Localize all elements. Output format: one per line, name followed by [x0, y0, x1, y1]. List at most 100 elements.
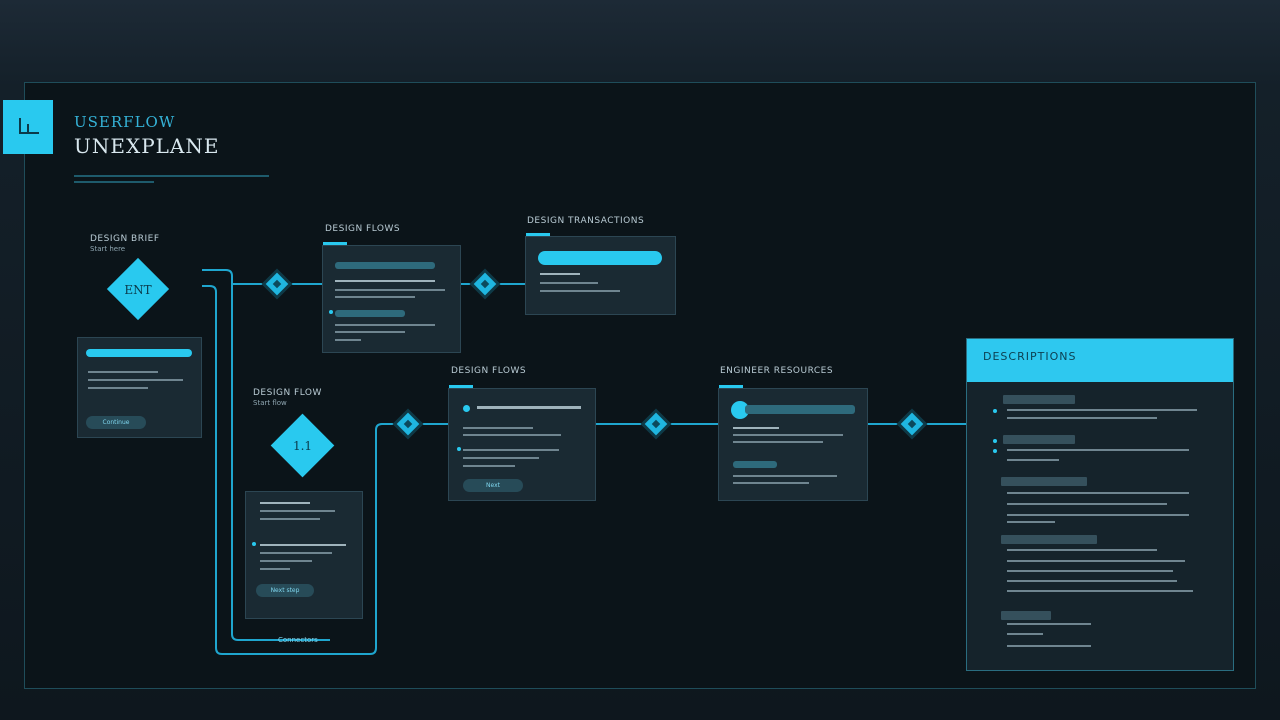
text-line [1007, 623, 1091, 625]
bullet-icon [457, 447, 461, 451]
card-header-bar [745, 405, 855, 414]
text-line [1007, 633, 1043, 635]
text-line [1007, 570, 1173, 572]
bullet-icon [329, 310, 333, 314]
bullet-icon [252, 542, 256, 546]
card-header-bar [86, 349, 192, 357]
text-line [88, 387, 148, 389]
section-header [1001, 477, 1087, 486]
text-line [1007, 417, 1157, 419]
chart-icon [19, 118, 39, 134]
text-line [1007, 580, 1177, 582]
text-line [1007, 492, 1189, 494]
text-line [335, 331, 405, 333]
footer-label: Connectors [278, 636, 318, 644]
text-line [1007, 521, 1055, 523]
branch-sublabel: Start here [90, 245, 126, 253]
divider [74, 181, 154, 183]
step-card[interactable]: Next [448, 385, 596, 501]
panel-header: DESCRIPTIONS [967, 339, 1233, 382]
text-line [1007, 449, 1189, 451]
text-line [540, 273, 580, 275]
next-button[interactable]: Next [463, 479, 523, 492]
section-header [1001, 535, 1097, 544]
step-title: DESIGN FLOWS [325, 224, 401, 234]
avatar [731, 401, 749, 419]
branch-label: DESIGN BRIEF [90, 234, 160, 244]
text-line [260, 510, 335, 512]
text-line [1007, 590, 1193, 592]
decision-label: ENT [124, 283, 152, 297]
text-line [1007, 459, 1059, 461]
bullet-icon [993, 409, 997, 413]
decision-label: 1.1 [292, 439, 313, 453]
card-tab [526, 233, 550, 236]
text-line [463, 434, 561, 436]
text-line [733, 434, 843, 436]
text-line [733, 441, 823, 443]
panel-title: DESCRIPTIONS [983, 350, 1077, 363]
text-line [1007, 560, 1185, 562]
text-line [1007, 409, 1197, 411]
text-line [88, 379, 183, 381]
branch-card[interactable]: Next step [245, 491, 363, 619]
card-header-bar [538, 251, 662, 265]
text-line [88, 371, 158, 373]
step-title: ENGINEER RESOURCES [720, 366, 834, 376]
description-panel: DESCRIPTIONS [966, 338, 1234, 671]
text-line [260, 518, 320, 520]
step-card[interactable] [322, 242, 461, 353]
continue-button[interactable]: Continue [86, 416, 146, 429]
text-line [1007, 503, 1167, 505]
bullet-icon [993, 439, 997, 443]
text-line [733, 475, 837, 477]
text-line [335, 289, 445, 291]
step-title: DESIGN TRANSACTIONS [527, 216, 645, 226]
connector-line [202, 285, 450, 655]
text-line [540, 290, 620, 292]
text-line [260, 544, 346, 546]
branch-sublabel: Start flow [253, 399, 287, 407]
text-line [463, 449, 559, 451]
section-header [1003, 435, 1075, 444]
step-card[interactable] [525, 233, 676, 315]
text-line [1007, 549, 1157, 551]
text-line [463, 465, 515, 467]
text-line [260, 568, 290, 570]
step-card[interactable] [718, 385, 868, 501]
branch-label: DESIGN FLOW [253, 388, 322, 398]
card-header-bar [335, 262, 435, 269]
connector-line [202, 269, 330, 641]
tag [733, 461, 777, 468]
section-header [1001, 611, 1051, 620]
card-tab [323, 242, 347, 245]
next-step-button[interactable]: Next step [256, 584, 314, 597]
text-line [463, 427, 533, 429]
text-line [260, 502, 310, 504]
tag [335, 310, 405, 317]
brand-subtitle: USERFLOW [74, 113, 176, 131]
text-line [335, 339, 361, 341]
brand-title: UNEXPLANE [74, 134, 220, 158]
text-line [733, 427, 779, 429]
text-line [335, 280, 435, 282]
section-header [1003, 395, 1075, 404]
text-line [1007, 645, 1091, 647]
card-tab [719, 385, 743, 388]
text-line [463, 457, 539, 459]
text-line [540, 282, 598, 284]
text-line [260, 552, 332, 554]
text-line [260, 560, 312, 562]
text-line [1007, 514, 1189, 516]
app-logo[interactable] [3, 100, 53, 154]
card-tab [449, 385, 473, 388]
step-title: DESIGN FLOWS [451, 366, 527, 376]
bullet-icon [993, 449, 997, 453]
divider [74, 175, 269, 177]
text-line [477, 406, 581, 409]
branch-card[interactable]: Continue [77, 337, 202, 438]
text-line [733, 482, 809, 484]
text-line [335, 324, 435, 326]
bullet-icon [463, 405, 470, 412]
